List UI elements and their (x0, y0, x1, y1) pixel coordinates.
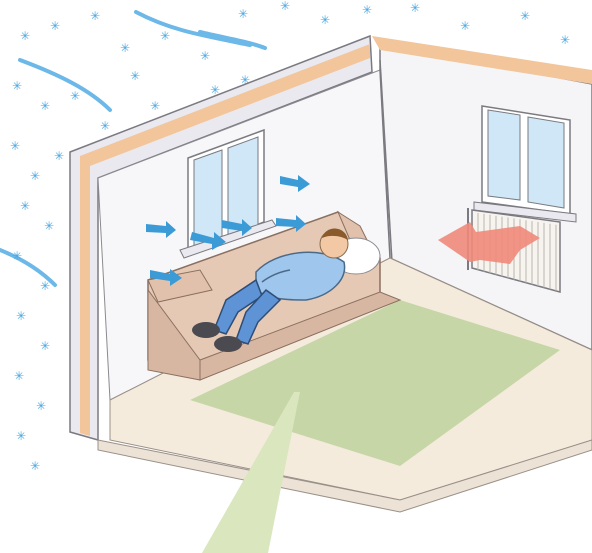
snowflake-icon: ✳ (50, 19, 60, 33)
snowflake-icon: ✳ (362, 3, 372, 17)
snowflake-icon: ✳ (70, 89, 80, 103)
snowflake-icon: ✳ (40, 99, 50, 113)
snowflake-icon: ✳ (12, 249, 22, 263)
snowflake-icon: ✳ (30, 459, 40, 473)
snowflake-icon: ✳ (40, 279, 50, 293)
snowflake-icon: ✳ (320, 13, 330, 27)
snowflake-icon: ✳ (20, 199, 30, 213)
wind-streak (200, 32, 265, 48)
snowflake-icon: ✳ (40, 339, 50, 353)
wind-streak (20, 60, 110, 110)
snowflake-icon: ✳ (560, 33, 570, 47)
snowflake-icon: ✳ (30, 169, 40, 183)
right-window (474, 106, 576, 222)
snowflake-icon: ✳ (120, 41, 130, 55)
snowflake-icon: ✳ (200, 49, 210, 63)
snowflake-icon: ✳ (10, 139, 20, 153)
snowflake-icon: ✳ (238, 7, 248, 21)
snowflake-icon: ✳ (44, 219, 54, 233)
snowflake-icon: ✳ (280, 0, 290, 13)
snowflake-icon: ✳ (100, 119, 110, 133)
snowflake-icon: ✳ (12, 79, 22, 93)
snowflake-icon: ✳ (54, 149, 64, 163)
snowflake-icon: ✳ (130, 69, 140, 83)
snowflake-icon: ✳ (14, 369, 24, 383)
snowflake-icon: ✳ (520, 9, 530, 23)
snowflake-icon: ✳ (90, 9, 100, 23)
snowflake-icon: ✳ (16, 429, 26, 443)
snowflake-icon: ✳ (460, 19, 470, 33)
snowflake-icon: ✳ (20, 29, 30, 43)
snowflake-icon: ✳ (160, 29, 170, 43)
snowflake-icon: ✳ (16, 309, 26, 323)
snowflake-icon: ✳ (36, 399, 46, 413)
snowflake-icon: ✳ (410, 1, 420, 15)
snowflake-icon: ✳ (150, 99, 160, 113)
